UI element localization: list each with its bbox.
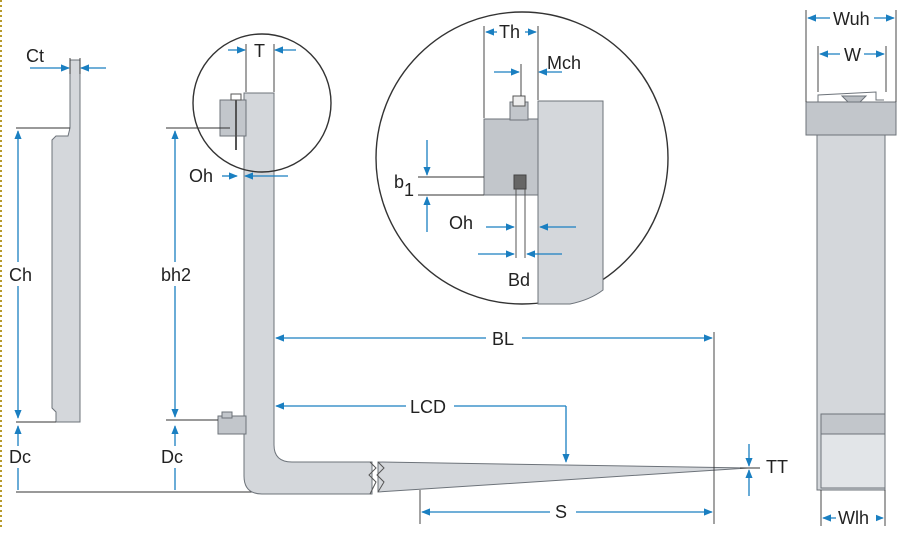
- bl-label: BL: [492, 329, 514, 349]
- detail-callout-circle: [192, 33, 332, 173]
- t-label: T: [254, 41, 265, 61]
- b1-label: b1: [394, 172, 414, 200]
- detail-enlarged-hook: [483, 95, 604, 305]
- fork-front-view: [805, 91, 897, 491]
- tt-label: TT: [766, 457, 788, 477]
- oh-main-label: Oh: [189, 166, 213, 186]
- wlh-label: Wlh: [838, 508, 869, 528]
- mch-label: Mch: [547, 53, 581, 73]
- fork-shank: [243, 92, 373, 495]
- fork-blade: [377, 461, 749, 493]
- bd-label: Bd: [508, 270, 530, 290]
- oh-detail-label: Oh: [449, 213, 473, 233]
- th-label: Th: [499, 22, 520, 42]
- s-label: S: [555, 502, 567, 522]
- carriage-profile: [51, 59, 81, 423]
- dc-left-label: Dc: [9, 447, 31, 467]
- bottom-hook: [217, 415, 247, 435]
- ch-label: Ch: [9, 265, 32, 285]
- lcd-label: LCD: [410, 397, 446, 417]
- dc-right-label: Dc: [161, 447, 183, 467]
- top-hook: [219, 99, 247, 137]
- fork-side-view: [217, 92, 749, 495]
- wuh-label: Wuh: [833, 9, 870, 29]
- w-label: W: [844, 45, 861, 65]
- bh2-label: bh2: [161, 265, 191, 285]
- ct-label: Ct: [26, 46, 44, 66]
